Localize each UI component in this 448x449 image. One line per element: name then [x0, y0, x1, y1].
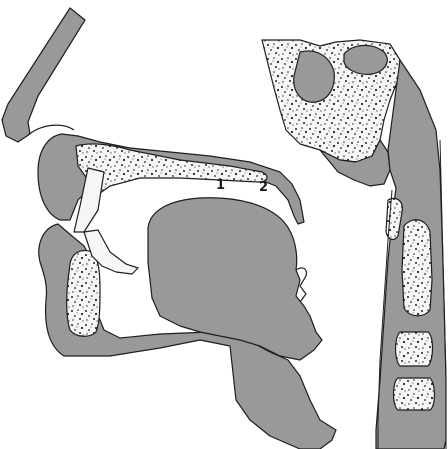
label-hard-palate: 1: [216, 178, 225, 193]
nose: [2, 8, 85, 142]
vertebra-c3: [396, 332, 433, 366]
vertebra-c2: [402, 220, 432, 316]
mandible-bone: [67, 251, 100, 337]
label-soft-palate: 2: [259, 180, 268, 195]
sella-turcica: [344, 45, 387, 74]
nostril-contour: [28, 125, 74, 135]
vertebra-c4: [394, 378, 435, 410]
